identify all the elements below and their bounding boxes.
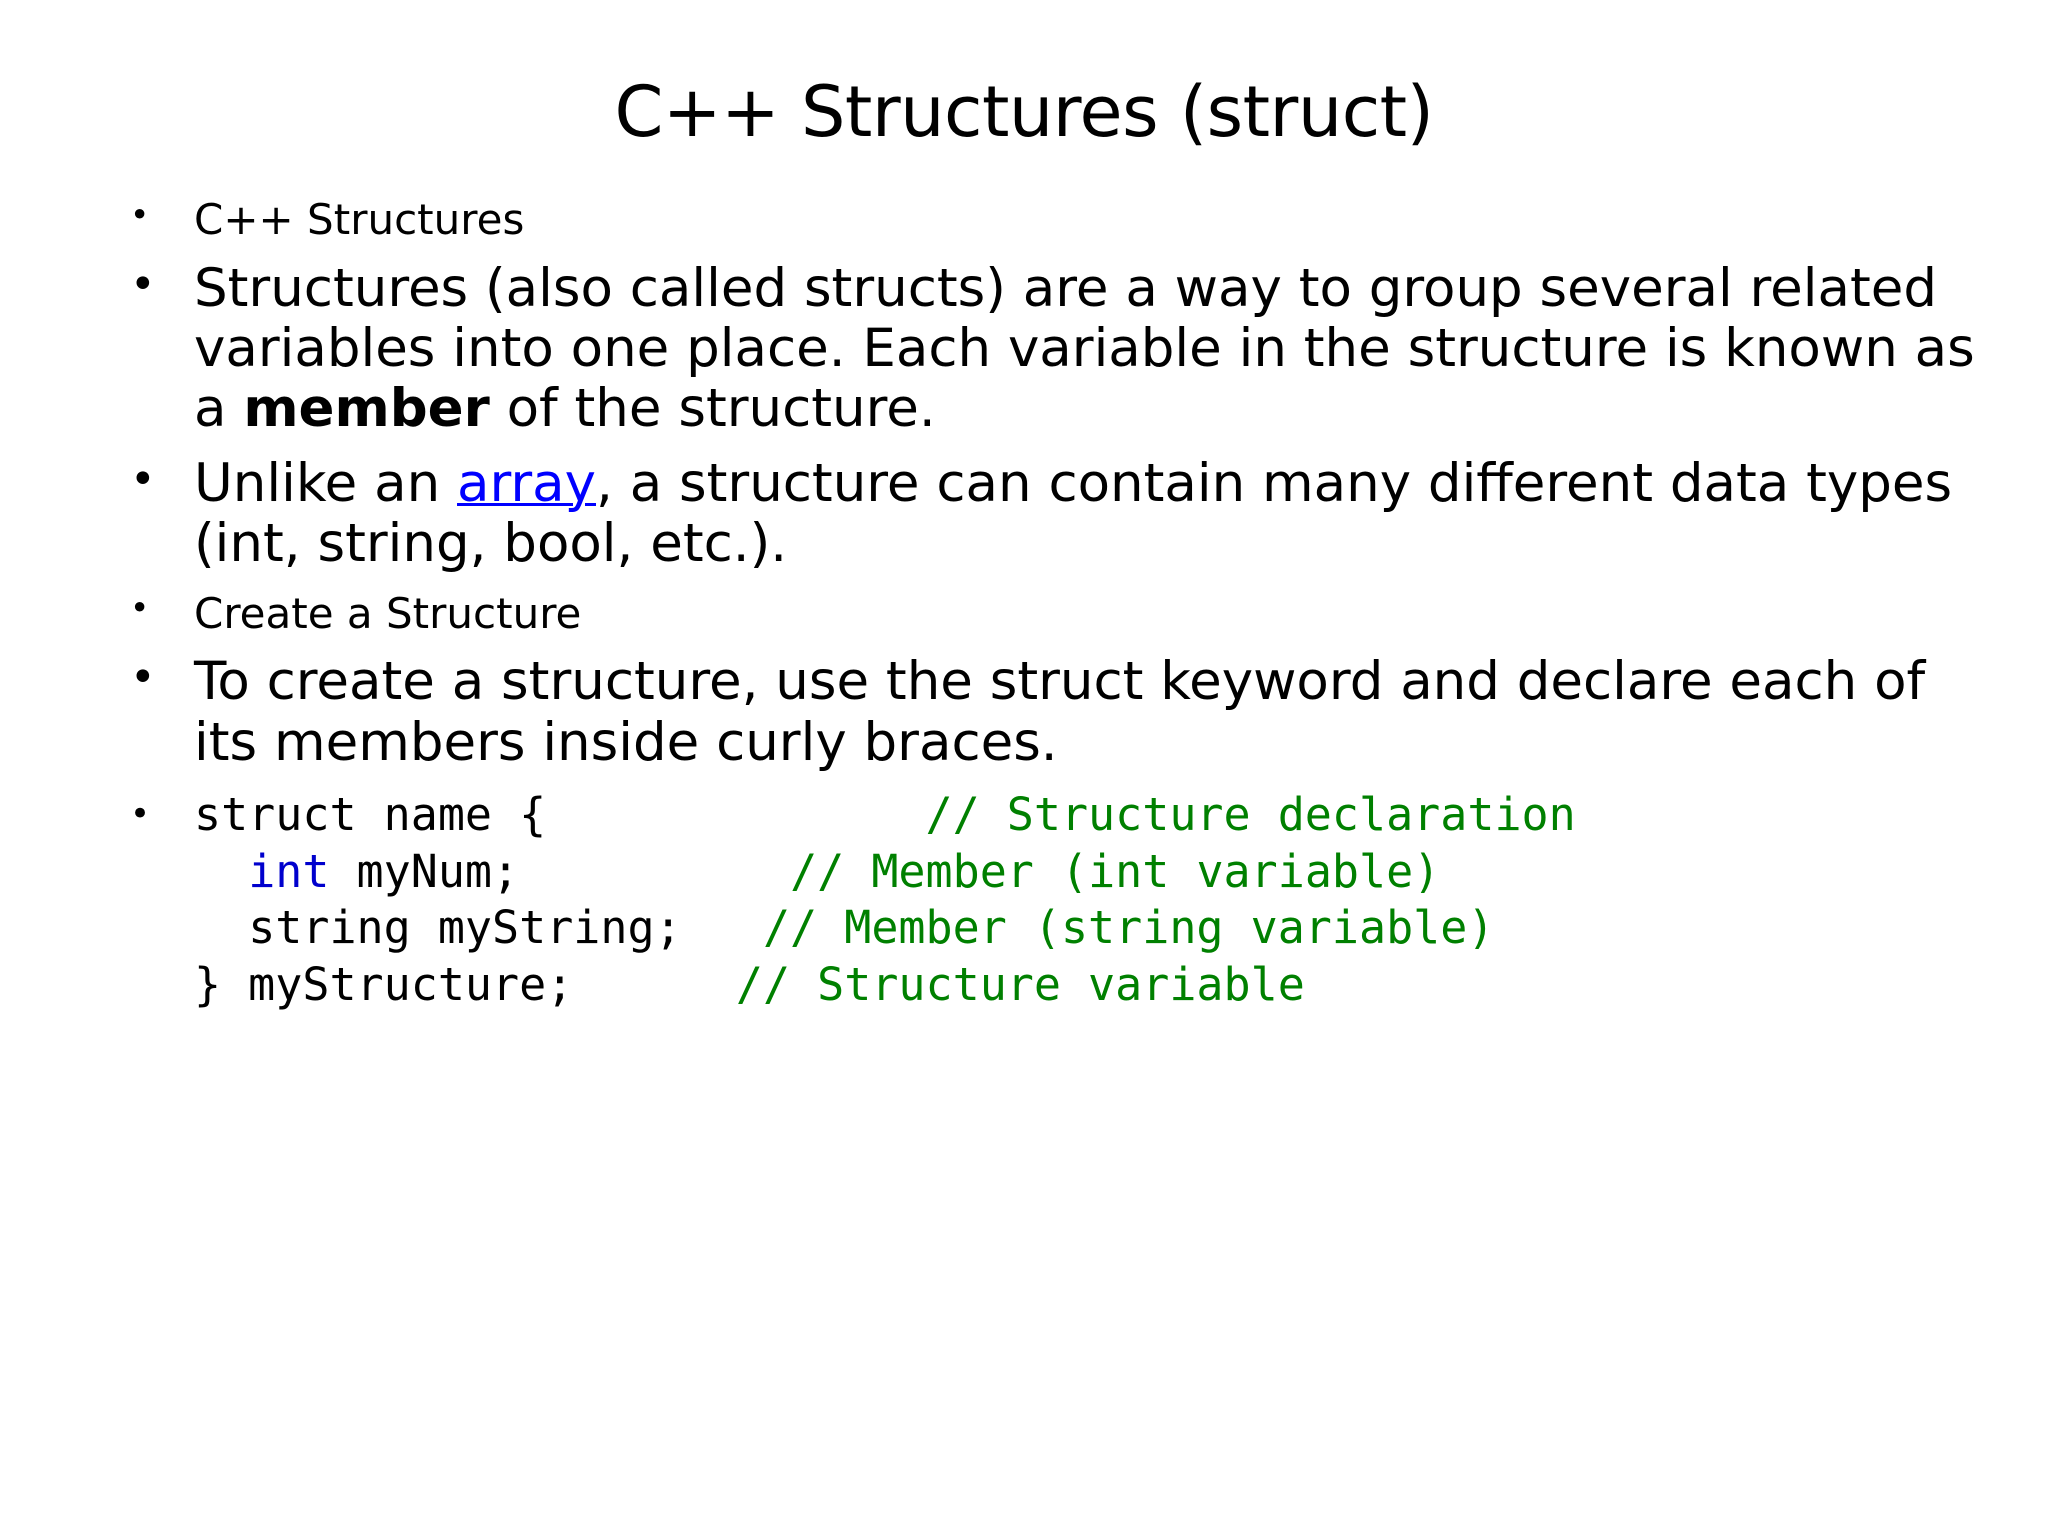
code-line-struct-declaration: struct name { // Structure declaration: [194, 787, 1992, 844]
code-list-item: • struct name { // Structure declaration…: [112, 787, 1992, 1014]
page-title: C++ Structures (struct): [614, 70, 1434, 153]
code-line-member-int: int myNum; // Member (int variable): [194, 844, 1992, 901]
bullet-text-part-2: of the structure.: [489, 378, 936, 440]
bullet-dot-icon: •: [130, 259, 156, 310]
code-comment: // Member (int variable): [790, 844, 1441, 898]
list-item: • To create a structure, use the struct …: [112, 651, 1992, 773]
bullet-dot-icon: •: [130, 454, 156, 505]
bullet-text: Create a Structure: [194, 588, 582, 638]
list-item: • Structures (also called structs) are a…: [112, 257, 1992, 440]
list-item: • C++ Structures: [112, 195, 1992, 245]
bullet-text-part-2: , a structure can contain many different…: [194, 452, 1953, 575]
code-gap: [546, 788, 925, 841]
list-item: • Unlike an array, a structure can conta…: [112, 452, 1992, 575]
code-text: myNum;: [329, 844, 520, 898]
code-gap: [682, 901, 763, 954]
bullet-text-part-1: Unlike an: [194, 452, 458, 514]
code-text: } myStructure;: [194, 958, 574, 1011]
bullet-text-emphasis-member: member: [243, 378, 490, 440]
code-comment: // Member (string variable): [762, 901, 1495, 955]
bullet-dot-icon: •: [130, 195, 150, 234]
code-gap: [519, 845, 790, 898]
code-line-structure-variable: } myStructure; // Structure variable: [194, 957, 1992, 1014]
code-text: struct name {: [194, 787, 547, 841]
code-line-member-string: string myString; // Member (string varia…: [194, 900, 1992, 957]
bullet-text: C++ Structures: [194, 195, 525, 244]
bullet-dot-icon: •: [130, 653, 156, 704]
array-hyperlink[interactable]: array: [457, 452, 596, 514]
code-comment: // Structure variable: [735, 958, 1305, 1011]
list-item: • Create a Structure: [112, 589, 1992, 639]
bullet-dot-icon: •: [130, 589, 150, 628]
bullet-text-part-1: Structures (also called structs) are a w…: [194, 257, 1975, 440]
code-gap: [573, 958, 736, 1011]
bullet-dot-icon: •: [130, 793, 151, 834]
code-keyword-int: int: [248, 844, 330, 898]
bullet-text: To create a structure, use the struct ke…: [194, 651, 1926, 773]
code-text: string myString;: [248, 901, 682, 955]
bullet-list: • C++ Structures • Structures (also call…: [112, 195, 1992, 1014]
slide-body: • C++ Structures • Structures (also call…: [112, 195, 1992, 1020]
code-comment: // Structure declaration: [925, 787, 1576, 841]
